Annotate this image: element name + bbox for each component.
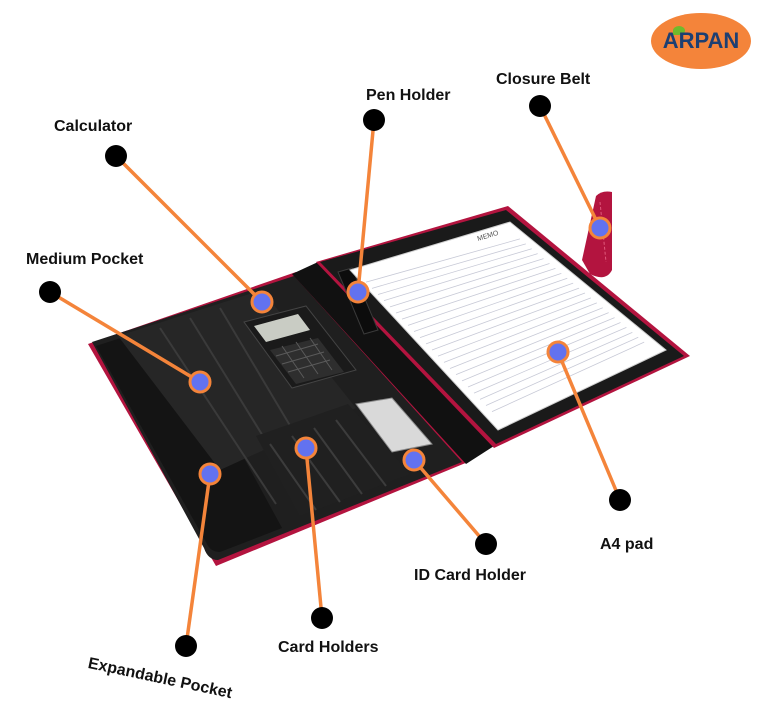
expandable-pocket-marker: [198, 462, 222, 486]
expandable-pocket-leader-line: [184, 473, 212, 647]
medium-pocket-label: Medium Pocket: [26, 251, 144, 268]
expandable-pocket-panel: [96, 322, 282, 552]
pen-holder-leader-line: [356, 119, 376, 293]
pad-rule-line: [413, 277, 568, 332]
pad-rule-line: [377, 248, 532, 295]
pad-rule-line: [401, 268, 556, 320]
pad-rule-line: [365, 238, 521, 283]
pad-rule-line: [461, 317, 615, 382]
pad-rule-line: [485, 336, 639, 406]
pad-rule-line: [467, 322, 621, 388]
card-holders-panel: [256, 404, 410, 516]
closure-belt-marker: [588, 216, 612, 240]
calculator-leader-line: [114, 154, 264, 304]
pad-rule-line: [425, 287, 580, 345]
closure-belt-label: Closure Belt: [496, 71, 591, 88]
id-card-window: [355, 397, 433, 453]
medium-pocket-endpoint-dot: [39, 281, 61, 303]
pen-holder-endpoint-dot: [363, 109, 385, 131]
brand-logo: ARPAN: [651, 13, 751, 69]
calculator-marker: [250, 290, 274, 314]
expandable-pocket-endpoint-dot: [175, 635, 197, 657]
a4-pad-label: A4 pad: [600, 536, 654, 553]
pad-rule-line: [479, 331, 633, 400]
pen-holder-label: Pen Holder: [366, 87, 451, 104]
pad-rule-line: [389, 258, 544, 308]
pad-rule-line: [431, 292, 586, 351]
calculator-endpoint-dot: [105, 145, 127, 167]
id-card-holder-endpoint-dot: [475, 533, 497, 555]
calculator-label: Calculator: [54, 118, 133, 135]
card-slot-lines: [269, 419, 387, 511]
pad-rule-line: [407, 272, 562, 326]
card-holders-endpoint-dot: [311, 607, 333, 629]
pad-rule-line: [371, 243, 526, 289]
pad-rule-line: [455, 312, 609, 376]
closure-belt-leader-line: [538, 105, 602, 229]
pad-rule-line: [383, 253, 538, 302]
pad-ruling: [365, 238, 645, 413]
callout-layer: [39, 95, 631, 657]
id-card-holder-marker: [402, 448, 426, 472]
a4-pad-leader-line: [556, 351, 622, 501]
leaf-icon: [673, 26, 685, 35]
pad-rule-line: [395, 263, 550, 314]
card-holders-label: Card Holders: [278, 639, 379, 656]
pad-rule-line: [437, 297, 592, 357]
pad-rule-line: [419, 282, 574, 339]
pad-rule-line: [443, 302, 597, 363]
calculator-device: [243, 305, 357, 389]
card-holders-marker: [294, 436, 318, 460]
spine: [292, 262, 494, 464]
medium-pocket-marker: [188, 370, 212, 394]
closure-belt-endpoint-dot: [529, 95, 551, 117]
brand-logo-text: ARPAN: [662, 28, 740, 53]
medium-pocket-leader-line: [49, 290, 201, 384]
pen-holder-marker: [346, 280, 370, 304]
a4-pad-marker: [546, 340, 570, 364]
card-holders-leader-line: [304, 447, 324, 619]
a4-memo-pad: [349, 221, 667, 431]
pad-rule-line: [449, 307, 603, 369]
a4-pad-endpoint-dot: [609, 489, 631, 511]
id-card-holder-label: ID Card Holder: [414, 567, 527, 584]
id-card-holder-leader-line: [412, 458, 488, 546]
